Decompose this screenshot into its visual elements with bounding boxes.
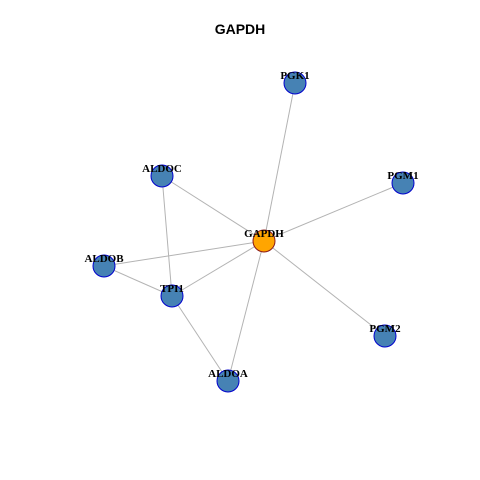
node-label-aldob: ALDOB: [84, 253, 124, 265]
node-tpi1[interactable]: TPI1: [160, 283, 184, 308]
edge-aldoc-tpi1: [161, 175, 173, 297]
node-pgm2[interactable]: PGM2: [369, 323, 401, 348]
node-label-pgk1: PGK1: [280, 70, 309, 82]
node-label-aldoc: ALDOC: [142, 163, 182, 175]
edge-tpi1-aldoa: [171, 295, 229, 382]
node-circle-aldoc[interactable]: [150, 164, 174, 188]
node-label-aldoa: ALDOA: [208, 368, 248, 380]
node-circle-pgm1[interactable]: [391, 171, 415, 195]
node-circle-pgm2[interactable]: [373, 324, 397, 348]
edge-gapdh-pgm1: [263, 182, 404, 242]
edge-gapdh-aldoc: [161, 175, 265, 242]
node-label-pgm1: PGM1: [387, 170, 418, 182]
node-aldoc[interactable]: ALDOC: [142, 163, 182, 188]
edge-gapdh-aldob: [103, 240, 265, 267]
node-aldoa[interactable]: ALDOA: [208, 368, 248, 393]
edge-gapdh-pgm2: [263, 240, 386, 337]
node-pgk1[interactable]: PGK1: [280, 70, 310, 95]
node-gapdh[interactable]: GAPDH: [244, 228, 284, 253]
node-circle-gapdh[interactable]: [252, 229, 276, 253]
node-circle-tpi1[interactable]: [160, 284, 184, 308]
node-circle-pgk1[interactable]: [283, 71, 307, 95]
graph-title: GAPDH: [214, 21, 266, 37]
edge-aldob-tpi1: [103, 265, 173, 297]
edge-gapdh-aldoa: [227, 240, 265, 382]
node-label-gapdh: GAPDH: [244, 228, 284, 240]
edge-gapdh-pgk1: [263, 82, 296, 242]
node-label-pgm2: PGM2: [369, 323, 401, 335]
node-aldob[interactable]: ALDOB: [84, 253, 124, 278]
node-circle-aldoa[interactable]: [216, 369, 240, 393]
edge-layer: [103, 82, 404, 382]
node-pgm1[interactable]: PGM1: [387, 170, 419, 195]
node-circle-aldob[interactable]: [92, 254, 116, 278]
edge-gapdh-tpi1: [171, 240, 265, 297]
node-label-tpi1: TPI1: [160, 283, 184, 295]
